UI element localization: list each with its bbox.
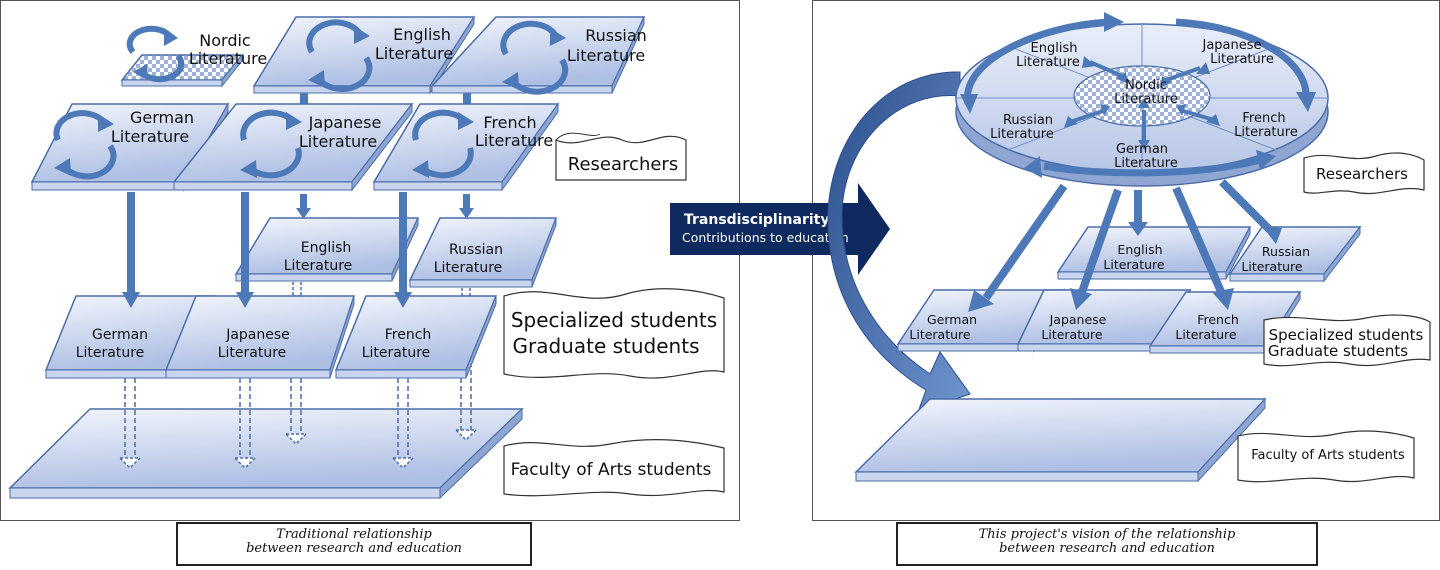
cycle-arrowheads-left — [54, 26, 566, 178]
left-grad-plate-french — [334, 295, 498, 379]
left-research-plate-japanese — [172, 102, 414, 192]
disc-inner-arrowheads — [1064, 56, 1220, 150]
left-faculty-note: Faculty of Arts students — [503, 439, 725, 497]
left-caption: Traditional relationship between researc… — [176, 522, 532, 566]
left-dashed-arrows — [124, 330, 472, 460]
transdisciplinarity-title: Transdisciplinarity — [684, 212, 829, 228]
left-grad-plate-russian — [408, 217, 558, 288]
cycle-icon-english — [306, 19, 373, 92]
right-faculty-note: Faculty of Arts students — [1237, 430, 1415, 483]
cycle-icon-russian — [500, 20, 569, 95]
disc-inner-arrows — [1069, 60, 1215, 140]
cycle-icon-french — [412, 109, 474, 179]
cycle-icon-german — [53, 110, 117, 180]
transdisciplinarity-subtitle: Contributions to education — [682, 230, 849, 245]
right-caption-line-1: This project's vision of the relationshi… — [978, 527, 1236, 542]
right-researchers-label: Researchers — [1316, 165, 1408, 183]
disc-cycle-arrows — [964, 18, 1310, 177]
left-solid-arrows — [122, 192, 412, 308]
disc-down-arrows — [982, 179, 1273, 301]
right-plate-russian — [1228, 225, 1362, 283]
disc-down-arrowheads — [968, 222, 1282, 312]
left-researchers-label: Researchers — [568, 154, 678, 175]
left-faculty-plate — [8, 407, 524, 500]
left-back-connectors — [296, 93, 474, 219]
right-researchers-note: Researchers — [1303, 152, 1425, 195]
right-caption: This project's vision of the relationshi… — [896, 522, 1318, 566]
disc-cycle-arrowheads — [960, 12, 1316, 178]
right-faculty-label: Faculty of Arts students — [1251, 448, 1405, 463]
cycle-icon-japanese — [240, 109, 302, 179]
left-grad-plate-japanese — [164, 295, 356, 379]
left-dashed-arrowheads — [118, 429, 478, 470]
left-faculty-label: Faculty of Arts students — [511, 460, 712, 480]
left-researchers-note: Researchers — [555, 132, 687, 181]
left-caption-line-1: Traditional relationship — [276, 527, 432, 542]
right-faculty-plate — [854, 397, 1267, 483]
right-caption-line-2: between research and education — [999, 541, 1215, 556]
transdisciplinarity-arrow: Transdisciplinarity Contributions to edu… — [670, 183, 890, 275]
left-caption-line-2: between research and education — [246, 541, 462, 556]
